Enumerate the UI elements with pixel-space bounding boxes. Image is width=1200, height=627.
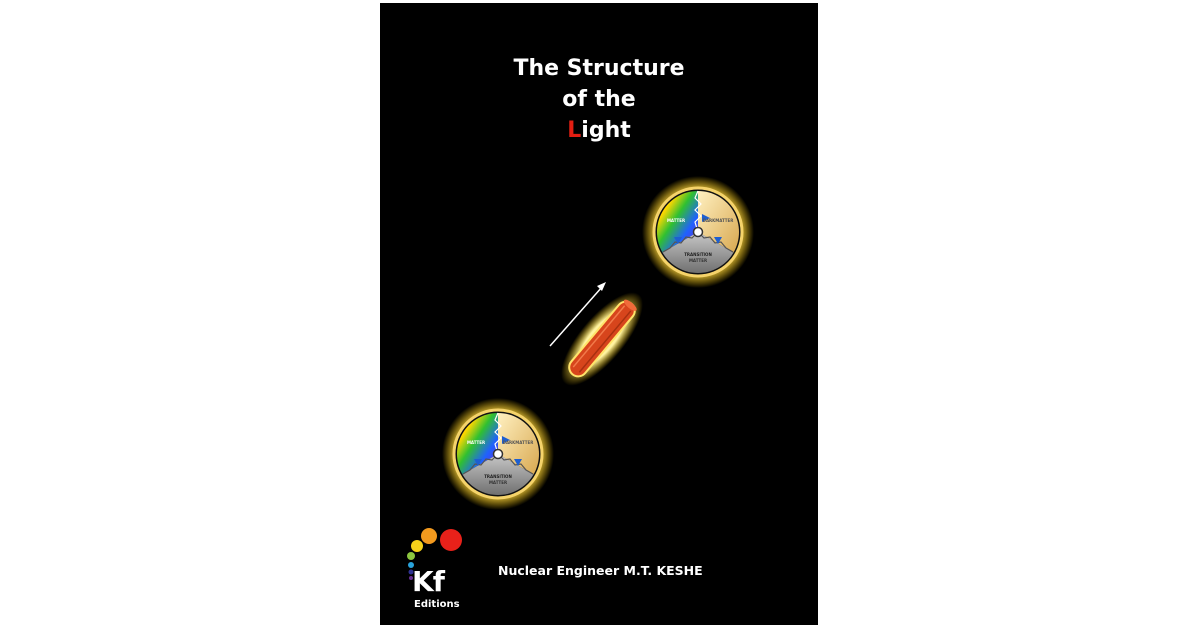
title-red-letter: L xyxy=(567,118,582,143)
publisher-label: Editions xyxy=(414,599,460,610)
kf-editions-logo-icon xyxy=(407,528,462,580)
publisher-logo-text: Kf xyxy=(412,565,445,598)
book-cover: The Structure of the Light xyxy=(380,3,818,625)
plasma-disk-lower: MATTER DARKMATTER TRANSITION MATTER xyxy=(442,398,554,510)
cover-illustration: MATTER DARKMATTER TRANSITION MATTER MATT… xyxy=(407,176,754,580)
book-title: The Structure of the Light xyxy=(380,53,818,146)
disk-label-transition-matter: MATTER xyxy=(689,258,707,263)
direction-arrow-icon xyxy=(549,282,606,347)
title-line-3-rest: ight xyxy=(581,118,631,143)
disk-label-transition: TRANSITION xyxy=(684,252,712,257)
disk-label-transition-matter-lower: MATTER xyxy=(489,480,507,485)
title-line-2: of the xyxy=(562,87,636,112)
title-line-3: Light xyxy=(380,115,818,146)
disk-label-matter: MATTER xyxy=(667,218,685,223)
disk-label-matter-lower: MATTER xyxy=(467,440,485,445)
author-name: Nuclear Engineer M.T. KESHE xyxy=(498,563,703,578)
disk-label-darkmatter: DARKMATTER xyxy=(703,218,734,223)
title-line-1: The Structure xyxy=(513,56,685,81)
light-rod xyxy=(561,292,643,386)
plasma-disk-upper: MATTER DARKMATTER TRANSITION MATTER xyxy=(642,176,754,288)
disk-label-darkmatter-lower: DARKMATTER xyxy=(503,440,534,445)
disk-label-transition-lower: TRANSITION xyxy=(484,474,512,479)
